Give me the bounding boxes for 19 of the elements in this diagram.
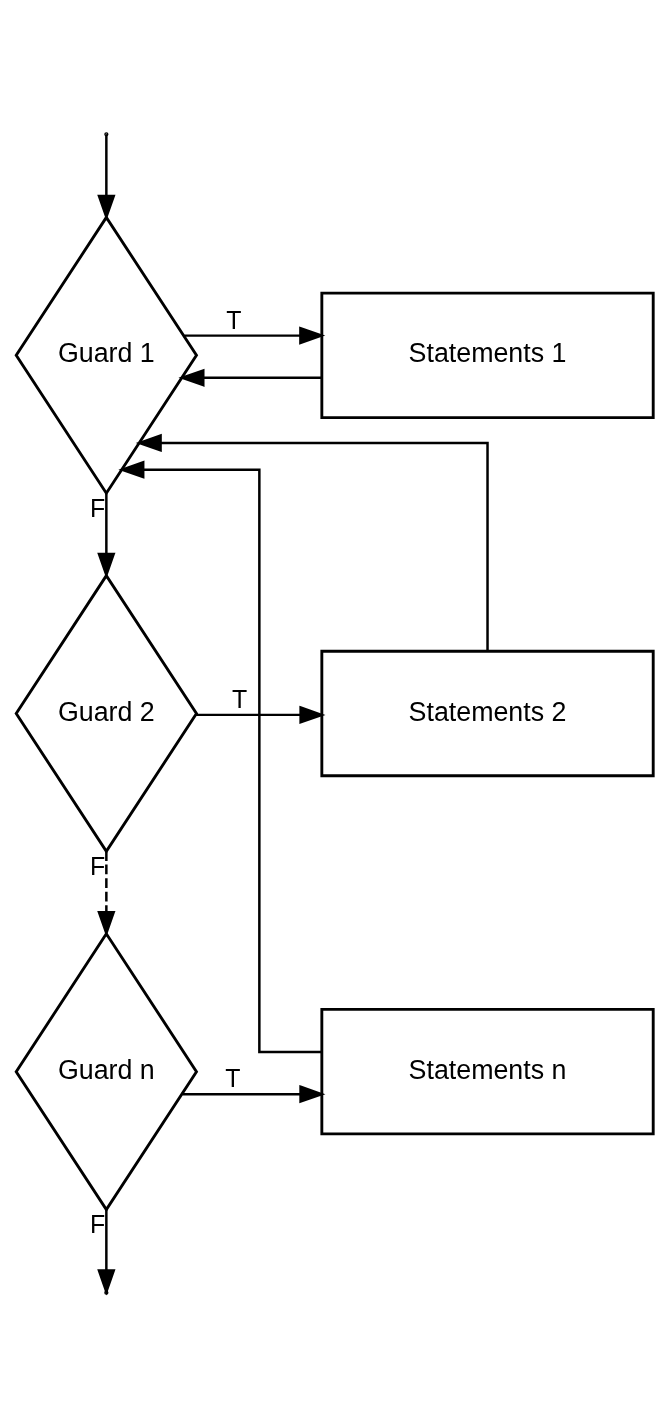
edge-label: F (90, 1210, 106, 1239)
arrow (118, 460, 322, 1054)
node-box: Statements n (320, 1008, 655, 1136)
node-diamond: Guard n (14, 931, 199, 1213)
edge-label: T (225, 1064, 241, 1093)
arrow (182, 1085, 326, 1104)
edge-label: F (90, 493, 106, 522)
node-diamond: Guard 1 (14, 214, 199, 496)
arrow (178, 368, 322, 387)
arrow (195, 705, 326, 724)
arrow (184, 326, 326, 345)
arrow (97, 493, 116, 579)
node-box: Statements 2 (320, 649, 655, 778)
node-box: Statements 1 (320, 291, 655, 419)
edge-label: T (231, 684, 248, 713)
arrow (135, 433, 489, 651)
arrow (97, 135, 116, 221)
arrow (97, 851, 116, 937)
edge-label: T (226, 305, 242, 334)
